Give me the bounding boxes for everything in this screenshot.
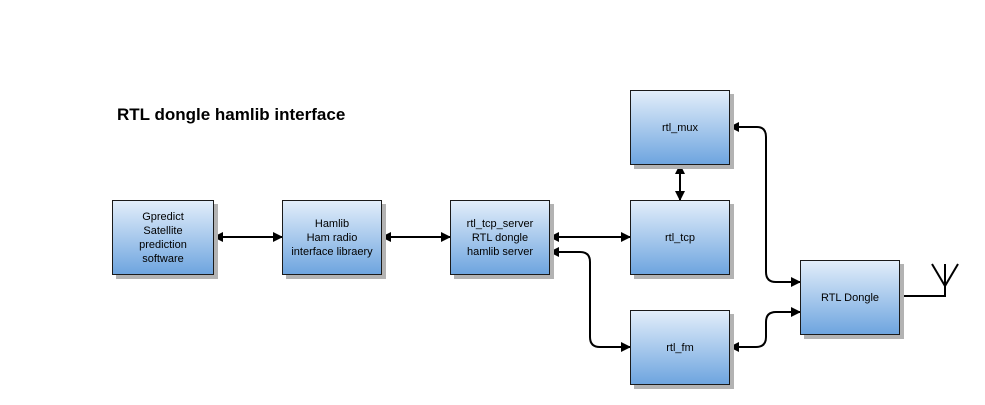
connector-rtl-tcp-server-rtl-fm	[549, 247, 631, 352]
connector-rtl-fm-rtl-dongle	[729, 307, 801, 352]
rtl-fm-box: rtl_fm	[630, 310, 730, 385]
rtl-dongle-box: RTL Dongle	[800, 260, 900, 335]
rtl-tcp-box: rtl_tcp	[630, 200, 730, 275]
diagram-title: RTL dongle hamlib interface	[117, 105, 346, 124]
hamlib-box: Hamlib Ham radio interface libraery	[282, 200, 382, 275]
antenna-icon	[900, 263, 959, 297]
gpredict-box: Gpredict Satellite prediction software	[112, 200, 214, 275]
rtl-mux-box: rtl_mux	[630, 90, 730, 165]
connector-rtl-mux-rtl-dongle	[729, 122, 801, 287]
rtl-tcp-server-box: rtl_tcp_server RTL dongle hamlib server	[450, 200, 550, 275]
